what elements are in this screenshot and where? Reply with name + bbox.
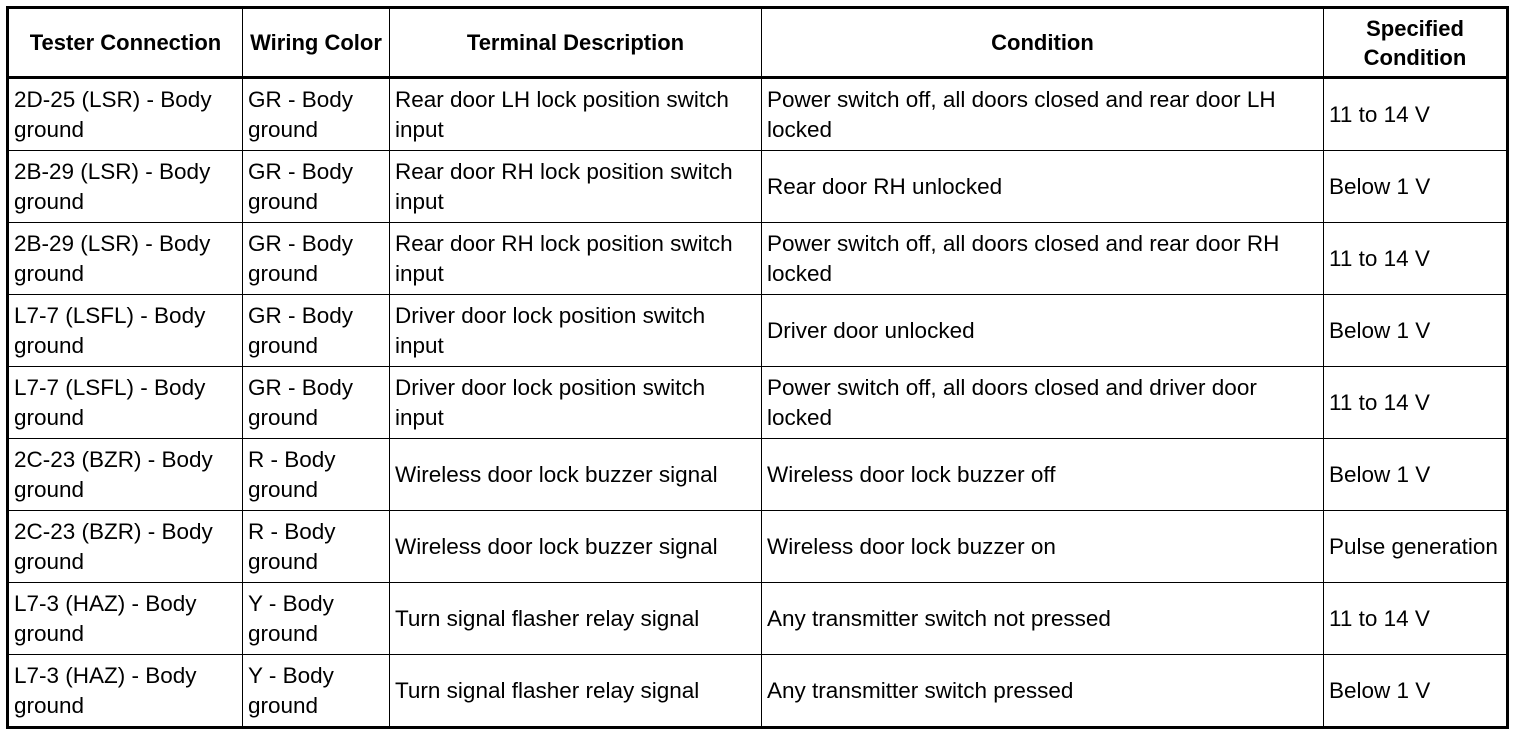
header-tester-connection: Tester Connection [7, 7, 243, 79]
tester-connection-cell: L7-3 (HAZ) - Body ground [7, 654, 243, 728]
specified-condition-cell: Below 1 V [1323, 438, 1508, 511]
terminal-description-cell: Wireless door lock buzzer signal [389, 510, 762, 583]
table-row: L7-3 (HAZ) - Body ground Y - Body ground… [7, 582, 1508, 655]
condition-cell: Wireless door lock buzzer on [761, 510, 1324, 583]
header-row: Tester Connection Wiring Color Terminal … [7, 7, 1508, 79]
wiring-color-cell: R - Body ground [242, 510, 390, 583]
tester-connection-cell: 2B-29 (LSR) - Body ground [7, 222, 243, 295]
header-condition: Condition [761, 7, 1324, 79]
header-wiring-color: Wiring Color [242, 7, 390, 79]
terminal-description-cell: Turn signal flasher relay signal [389, 654, 762, 728]
terminal-inspection-table: Tester Connection Wiring Color Terminal … [6, 6, 1509, 729]
terminal-description-cell: Rear door LH lock position switch input [389, 77, 762, 151]
specified-condition-cell: Below 1 V [1323, 294, 1508, 367]
tester-connection-cell: 2B-29 (LSR) - Body ground [7, 150, 243, 223]
table-row: L7-7 (LSFL) - Body ground GR - Body grou… [7, 366, 1508, 439]
specified-condition-cell: Below 1 V [1323, 150, 1508, 223]
specified-condition-cell: Below 1 V [1323, 654, 1508, 728]
tester-connection-cell: 2D-25 (LSR) - Body ground [7, 77, 243, 151]
tester-connection-cell: 2C-23 (BZR) - Body ground [7, 510, 243, 583]
condition-cell: Power switch off, all doors closed and r… [761, 222, 1324, 295]
condition-cell: Wireless door lock buzzer off [761, 438, 1324, 511]
wiring-color-cell: GR - Body ground [242, 77, 390, 151]
condition-cell: Any transmitter switch pressed [761, 654, 1324, 728]
specified-condition-cell: Pulse generation [1323, 510, 1508, 583]
table-row: 2C-23 (BZR) - Body ground R - Body groun… [7, 438, 1508, 511]
table-row: 2B-29 (LSR) - Body ground GR - Body grou… [7, 222, 1508, 295]
table-row: 2D-25 (LSR) - Body ground GR - Body grou… [7, 77, 1508, 151]
table-row: 2B-29 (LSR) - Body ground GR - Body grou… [7, 150, 1508, 223]
wiring-color-cell: GR - Body ground [242, 150, 390, 223]
header-terminal-description: Terminal Description [389, 7, 762, 79]
tester-connection-cell: 2C-23 (BZR) - Body ground [7, 438, 243, 511]
condition-cell: Rear door RH unlocked [761, 150, 1324, 223]
table-container: Tester Connection Wiring Color Terminal … [6, 6, 1509, 729]
wiring-color-cell: GR - Body ground [242, 222, 390, 295]
condition-cell: Power switch off, all doors closed and r… [761, 77, 1324, 151]
specified-condition-cell: 11 to 14 V [1323, 582, 1508, 655]
terminal-description-cell: Turn signal flasher relay signal [389, 582, 762, 655]
table-row: L7-3 (HAZ) - Body ground Y - Body ground… [7, 654, 1508, 728]
wiring-color-cell: Y - Body ground [242, 582, 390, 655]
wiring-color-cell: R - Body ground [242, 438, 390, 511]
specified-condition-cell: 11 to 14 V [1323, 222, 1508, 295]
condition-cell: Power switch off, all doors closed and d… [761, 366, 1324, 439]
wiring-color-cell: Y - Body ground [242, 654, 390, 728]
tester-connection-cell: L7-3 (HAZ) - Body ground [7, 582, 243, 655]
terminal-description-cell: Rear door RH lock position switch input [389, 150, 762, 223]
table-row: L7-7 (LSFL) - Body ground GR - Body grou… [7, 294, 1508, 367]
terminal-description-cell: Rear door RH lock position switch input [389, 222, 762, 295]
condition-cell: Driver door unlocked [761, 294, 1324, 367]
table-row: 2C-23 (BZR) - Body ground R - Body groun… [7, 510, 1508, 583]
header-specified-condition: Specified Condition [1323, 7, 1508, 79]
specified-condition-cell: 11 to 14 V [1323, 77, 1508, 151]
specified-condition-cell: 11 to 14 V [1323, 366, 1508, 439]
terminal-description-cell: Driver door lock position switch input [389, 294, 762, 367]
tester-connection-cell: L7-7 (LSFL) - Body ground [7, 294, 243, 367]
tester-connection-cell: L7-7 (LSFL) - Body ground [7, 366, 243, 439]
wiring-color-cell: GR - Body ground [242, 294, 390, 367]
wiring-color-cell: GR - Body ground [242, 366, 390, 439]
terminal-description-cell: Driver door lock position switch input [389, 366, 762, 439]
terminal-description-cell: Wireless door lock buzzer signal [389, 438, 762, 511]
condition-cell: Any transmitter switch not pressed [761, 582, 1324, 655]
